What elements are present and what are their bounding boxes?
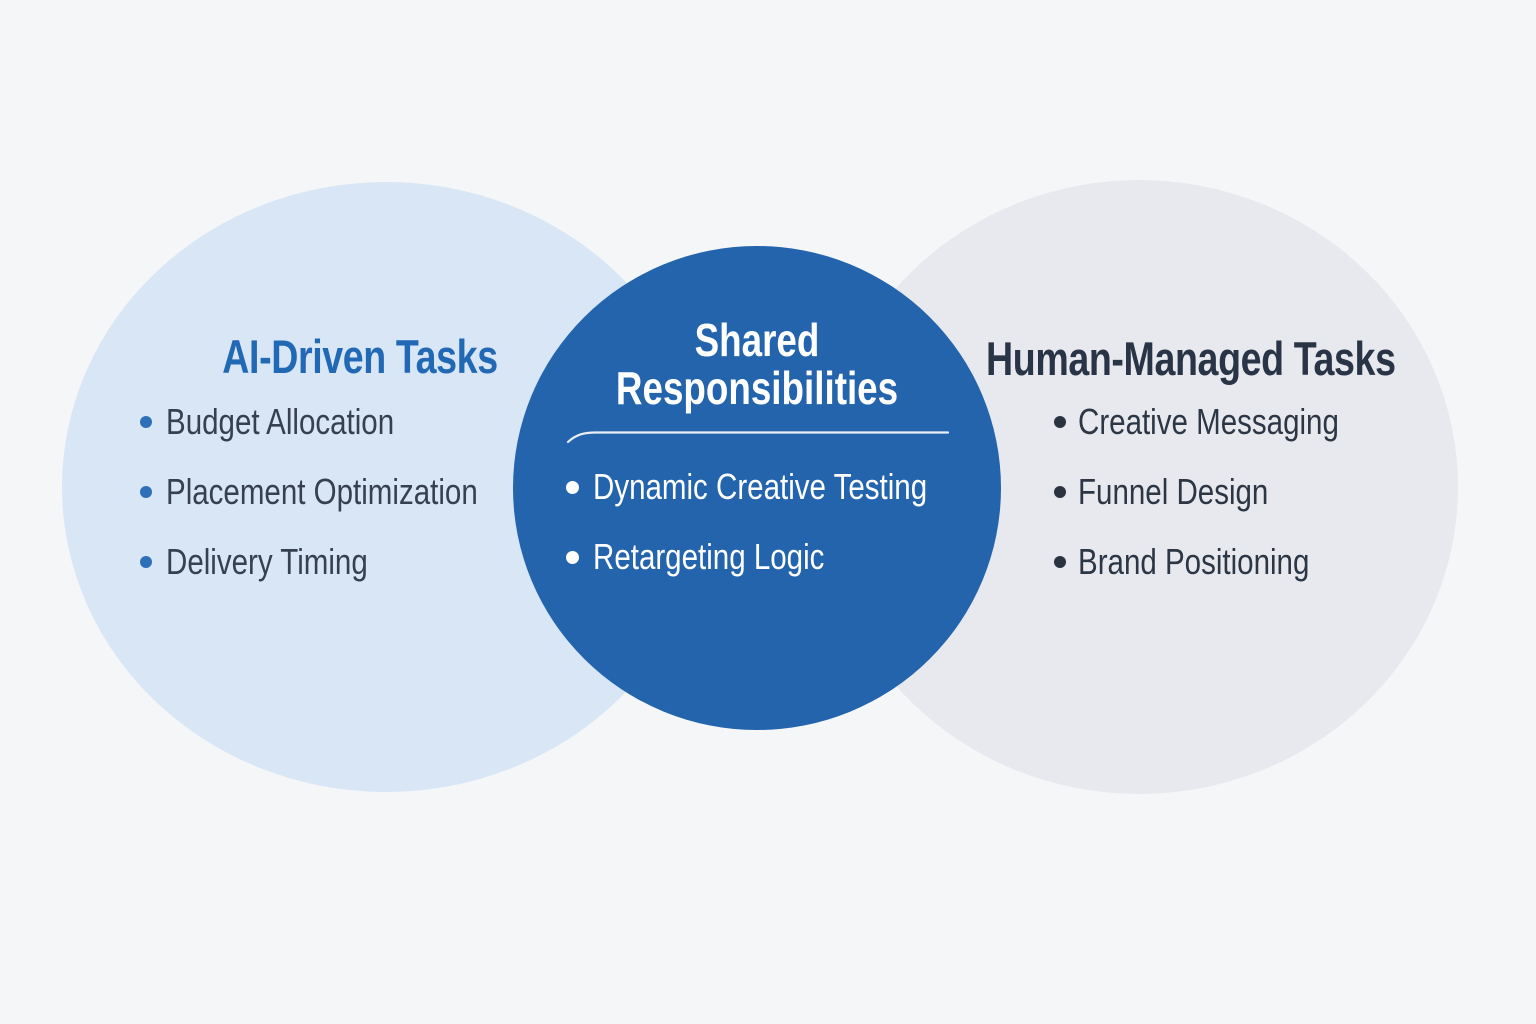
left-task-list: Budget Allocation Placement Optimization… bbox=[140, 402, 546, 582]
center-section-title: Shared Responsibilities bbox=[597, 316, 917, 412]
bullet-dot bbox=[566, 480, 579, 494]
list-item: Delivery Timing bbox=[140, 542, 546, 582]
list-item: Placement Optimization bbox=[140, 472, 546, 512]
list-item-label: Budget Allocation bbox=[166, 401, 395, 442]
list-item: Funnel Design bbox=[1054, 472, 1396, 512]
bullet-dot bbox=[140, 556, 152, 568]
right-section-title: Human-Managed Tasks bbox=[986, 332, 1396, 385]
center-title-line2: Responsibilities bbox=[615, 362, 899, 414]
divider-line bbox=[566, 431, 950, 444]
center-task-list: Dynamic Creative Testing Retargeting Log… bbox=[566, 467, 1001, 577]
list-item-label: Funnel Design bbox=[1078, 471, 1269, 512]
list-item-label: Retargeting Logic bbox=[593, 536, 825, 577]
bullet-dot bbox=[140, 416, 152, 428]
right-task-list: Creative Messaging Funnel Design Brand P… bbox=[1054, 402, 1396, 582]
center-title-line1: Shared bbox=[694, 314, 820, 366]
list-item: Dynamic Creative Testing bbox=[566, 467, 1001, 507]
list-item-label: Creative Messaging bbox=[1078, 401, 1339, 442]
bullet-dot bbox=[1054, 416, 1066, 428]
bullet-dot bbox=[1054, 556, 1066, 568]
list-item-label: Dynamic Creative Testing bbox=[593, 466, 928, 507]
list-item-label: Placement Optimization bbox=[166, 471, 478, 512]
bullet-dot bbox=[566, 550, 579, 564]
list-item-label: Brand Positioning bbox=[1078, 541, 1310, 582]
bullet-dot bbox=[140, 486, 152, 498]
list-item: Creative Messaging bbox=[1054, 402, 1396, 442]
center-overlap-circle bbox=[513, 246, 1001, 730]
list-item-label: Delivery Timing bbox=[166, 541, 368, 582]
list-item: Retargeting Logic bbox=[566, 537, 1001, 577]
list-item: Brand Positioning bbox=[1054, 542, 1396, 582]
bullet-dot bbox=[1054, 486, 1066, 498]
list-item: Budget Allocation bbox=[140, 402, 546, 442]
left-section-title: AI-Driven Tasks bbox=[222, 330, 498, 383]
